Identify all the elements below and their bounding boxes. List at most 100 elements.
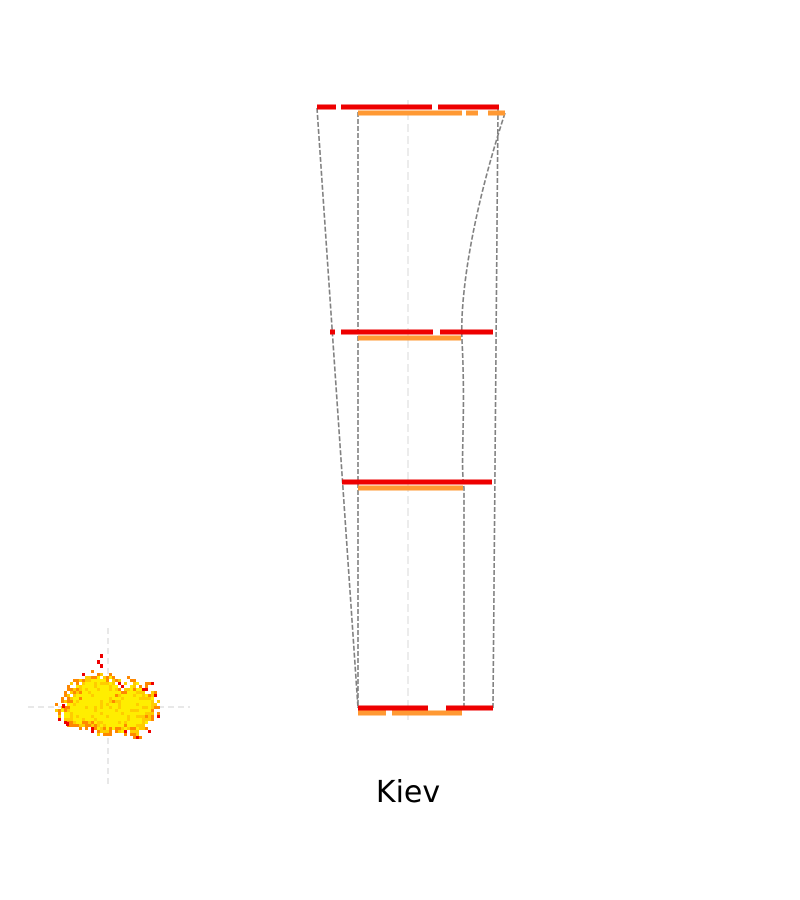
footprint-pixel — [106, 724, 109, 727]
footprint-pixel — [115, 715, 118, 718]
footprint-pixel — [100, 706, 103, 709]
footprint-pixel — [103, 691, 106, 694]
footprint-pixel — [124, 688, 127, 691]
footprint-pixel — [100, 715, 103, 718]
footprint-pixel — [130, 733, 133, 736]
footprint-pixel — [145, 709, 148, 712]
footprint-pixel — [103, 730, 106, 733]
footprint-pixel — [70, 718, 73, 721]
footprint-pixel — [106, 679, 109, 682]
footprint-pixel — [94, 688, 97, 691]
footprint-pixel — [103, 727, 106, 730]
footprint-pixel — [115, 712, 118, 715]
footprint-pixel — [130, 718, 133, 721]
footprint-pixel — [145, 694, 148, 697]
footprint-pixel — [130, 688, 133, 691]
footprint-pixel — [85, 712, 88, 715]
footprint-pixel — [124, 709, 127, 712]
footprint-pixel — [88, 679, 91, 682]
footprint-pixel — [91, 721, 94, 724]
outer-right-guide — [492, 107, 499, 709]
footprint-pixel — [97, 715, 100, 718]
footprint-pixel — [121, 694, 124, 697]
footprint-pixel — [121, 685, 124, 688]
footprint-pixel — [151, 706, 154, 709]
footprint-pixel — [100, 697, 103, 700]
footprint-pixel — [112, 688, 115, 691]
footprint-pixel — [136, 697, 139, 700]
footprint-pixel — [85, 694, 88, 697]
footprint-pixel — [112, 709, 115, 712]
city-footprint-map — [28, 628, 190, 788]
footprint-pixel — [136, 733, 139, 736]
footprint-pixel — [139, 691, 142, 694]
footprint-pixel — [148, 712, 151, 715]
footprint-pixel — [76, 724, 79, 727]
footprint-pixel — [55, 703, 58, 706]
footprint-pixel — [100, 709, 103, 712]
footprint-pixel — [130, 715, 133, 718]
footprint-pixel — [124, 721, 127, 724]
footprint-pixel — [142, 727, 145, 730]
footprint-pixel — [85, 706, 88, 709]
footprint-pixel — [94, 727, 97, 730]
footprint-pixel — [127, 697, 130, 700]
footprint-pixel — [136, 721, 139, 724]
footprint-pixel — [118, 688, 121, 691]
footprint-pixel — [151, 709, 154, 712]
footprint-pixel — [97, 700, 100, 703]
footprint-pixel — [97, 679, 100, 682]
footprint-pixel — [121, 691, 124, 694]
footprint-pixel — [151, 694, 154, 697]
footprint-pixel — [94, 709, 97, 712]
footprint-pixel — [142, 712, 145, 715]
footprint-pixel — [88, 709, 91, 712]
footprint-pixel — [70, 709, 73, 712]
footprint-pixel — [100, 718, 103, 721]
footprint-pixel — [64, 721, 67, 724]
footprint-outlier-pixel — [66, 722, 69, 726]
footprint-pixel — [133, 694, 136, 697]
footprint-pixel — [148, 718, 151, 721]
footprint-pixel — [109, 718, 112, 721]
footprint-pixel — [151, 700, 154, 703]
footprint-pixel — [85, 724, 88, 727]
footprint-pixel — [103, 706, 106, 709]
footprint-pixel — [73, 718, 76, 721]
footprint-pixel — [109, 688, 112, 691]
footprint-pixel — [88, 682, 91, 685]
footprint-pixel — [64, 712, 67, 715]
footprint-pixel — [130, 703, 133, 706]
footprint-pixel — [121, 718, 124, 721]
footprint-pixel — [91, 685, 94, 688]
footprint-pixel — [136, 682, 139, 685]
footprint-pixel — [145, 700, 148, 703]
footprint-pixel — [127, 721, 130, 724]
footprint-pixel — [112, 679, 115, 682]
footprint-pixel — [91, 697, 94, 700]
footprint-pixel — [94, 679, 97, 682]
footprint-pixel — [64, 694, 67, 697]
footprint-pixel — [112, 715, 115, 718]
footprint-pixel — [121, 721, 124, 724]
footprint-pixel — [148, 715, 151, 718]
footprint-pixel — [106, 715, 109, 718]
footprint-pixel — [106, 709, 109, 712]
footprint-pixel — [127, 715, 130, 718]
footprint-pixel — [82, 694, 85, 697]
footprint-pixel — [79, 724, 82, 727]
footprint-pixel — [130, 727, 133, 730]
footprint-pixel — [88, 685, 91, 688]
footprint-pixel — [58, 715, 61, 718]
footprint-pixel — [82, 688, 85, 691]
footprint-pixel — [85, 682, 88, 685]
footprint-pixel — [133, 685, 136, 688]
footprint-pixel — [118, 697, 121, 700]
footprint-pixel — [94, 718, 97, 721]
footprint-pixel — [73, 679, 76, 682]
footprint-pixel — [91, 694, 94, 697]
footprint-pixel — [91, 709, 94, 712]
footprint-pixel — [97, 694, 100, 697]
footprint-pixel — [142, 700, 145, 703]
footprint-pixel — [82, 703, 85, 706]
